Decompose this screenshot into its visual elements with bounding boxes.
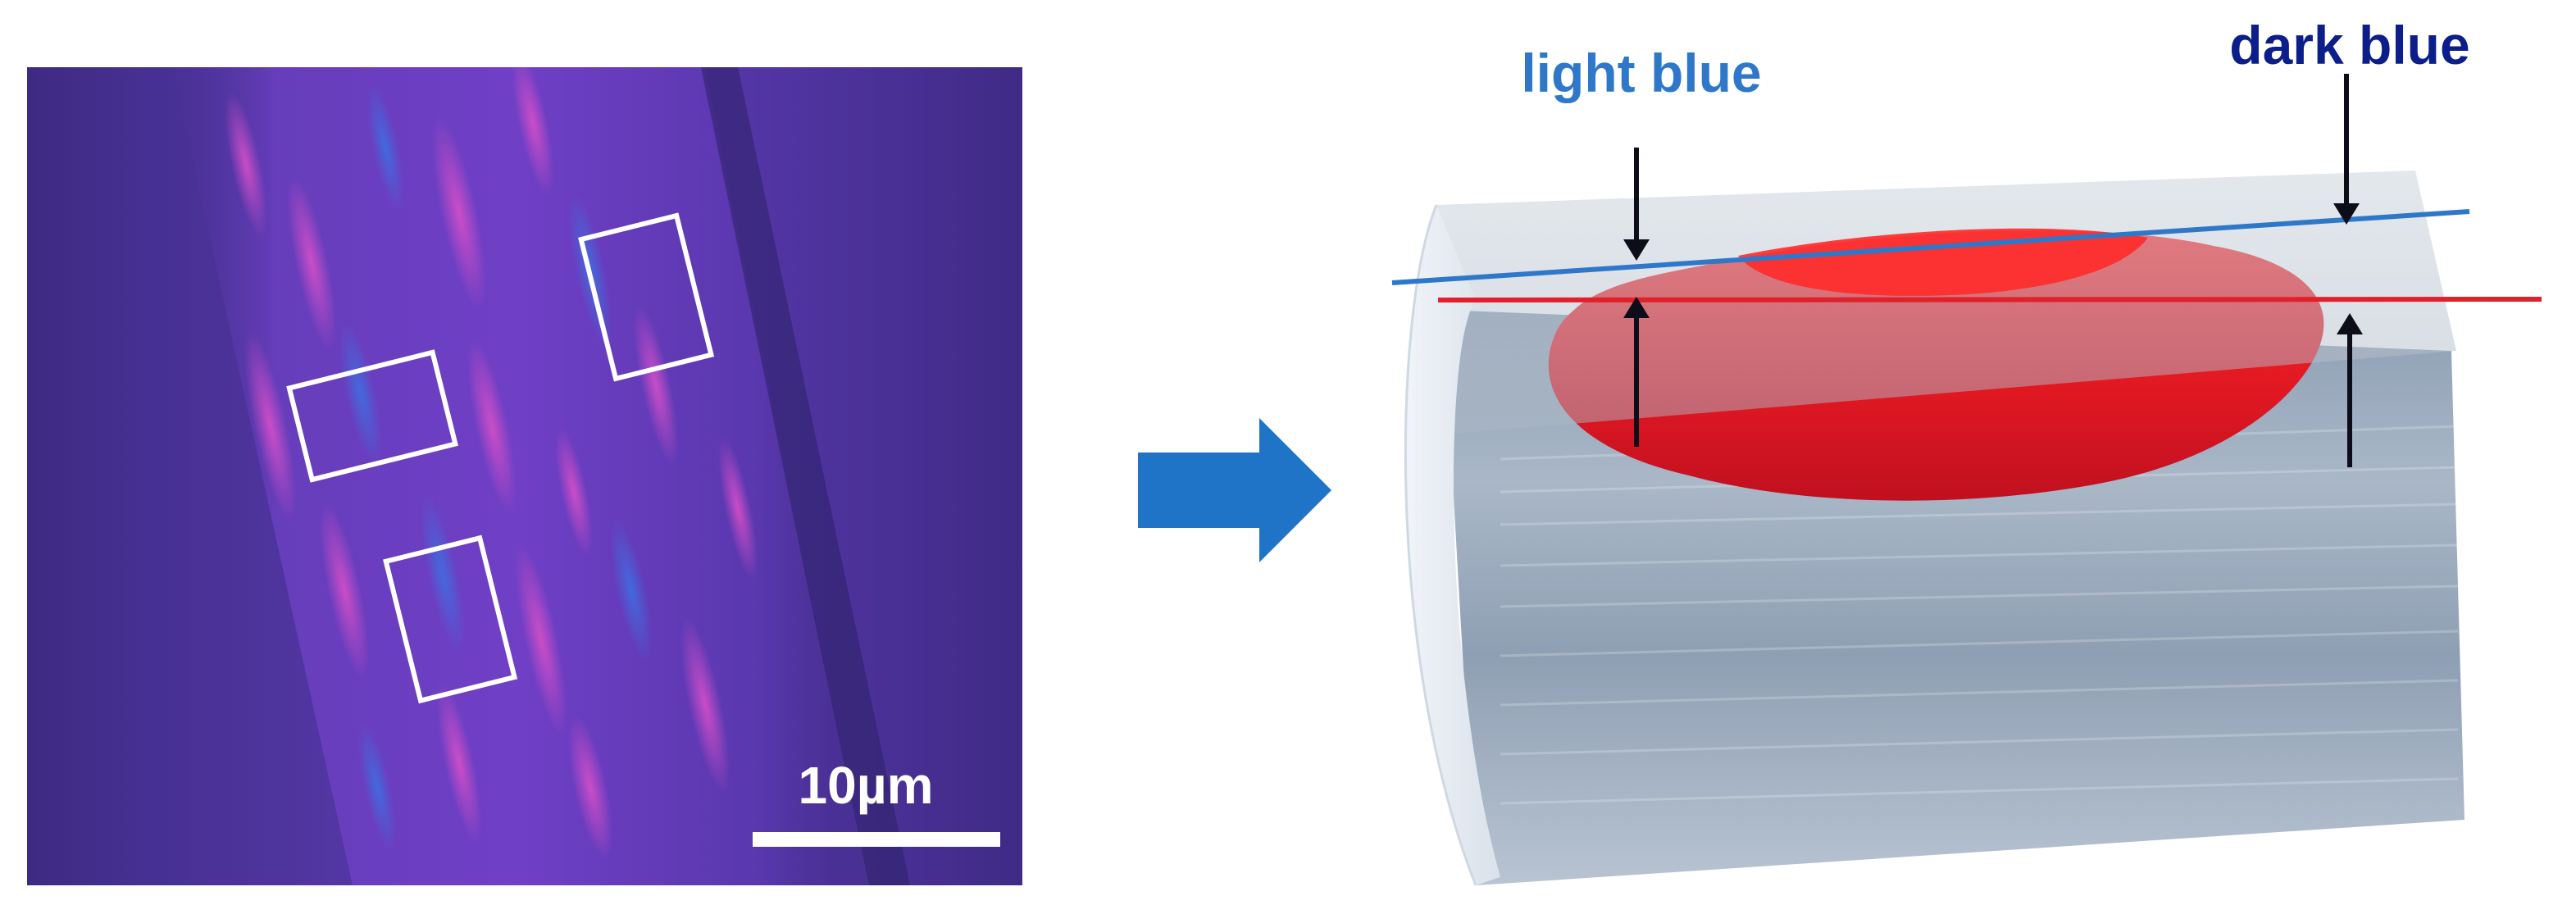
light-blue-line xyxy=(1391,209,2470,285)
red-cell-top xyxy=(1738,228,2148,296)
roi-box-2 xyxy=(578,212,715,382)
right-arrow-icon xyxy=(1138,418,1331,562)
arrow-light-blue xyxy=(1623,148,1650,261)
scale-bar xyxy=(753,832,1000,847)
label-light-blue: light blue xyxy=(1521,43,1761,103)
micrograph-panel: 10µm xyxy=(27,67,1022,885)
fiber-model-diagram: light blue dark blue xyxy=(1391,15,2542,886)
cylinder-top-slab xyxy=(1436,171,2456,434)
red-line xyxy=(1437,297,2542,302)
label-dark-blue: dark blue xyxy=(2229,15,2469,75)
roi-box-3 xyxy=(383,534,518,704)
fiber-streaks xyxy=(225,67,758,860)
arrow-dark-blue xyxy=(2333,74,2360,225)
scale-bar-label: 10µm xyxy=(799,756,934,815)
arrow-up-right xyxy=(2337,313,2363,467)
arrow-up-left xyxy=(1623,297,1650,447)
cylinder-striations xyxy=(1500,425,2459,805)
roi-box-1 xyxy=(286,349,458,483)
